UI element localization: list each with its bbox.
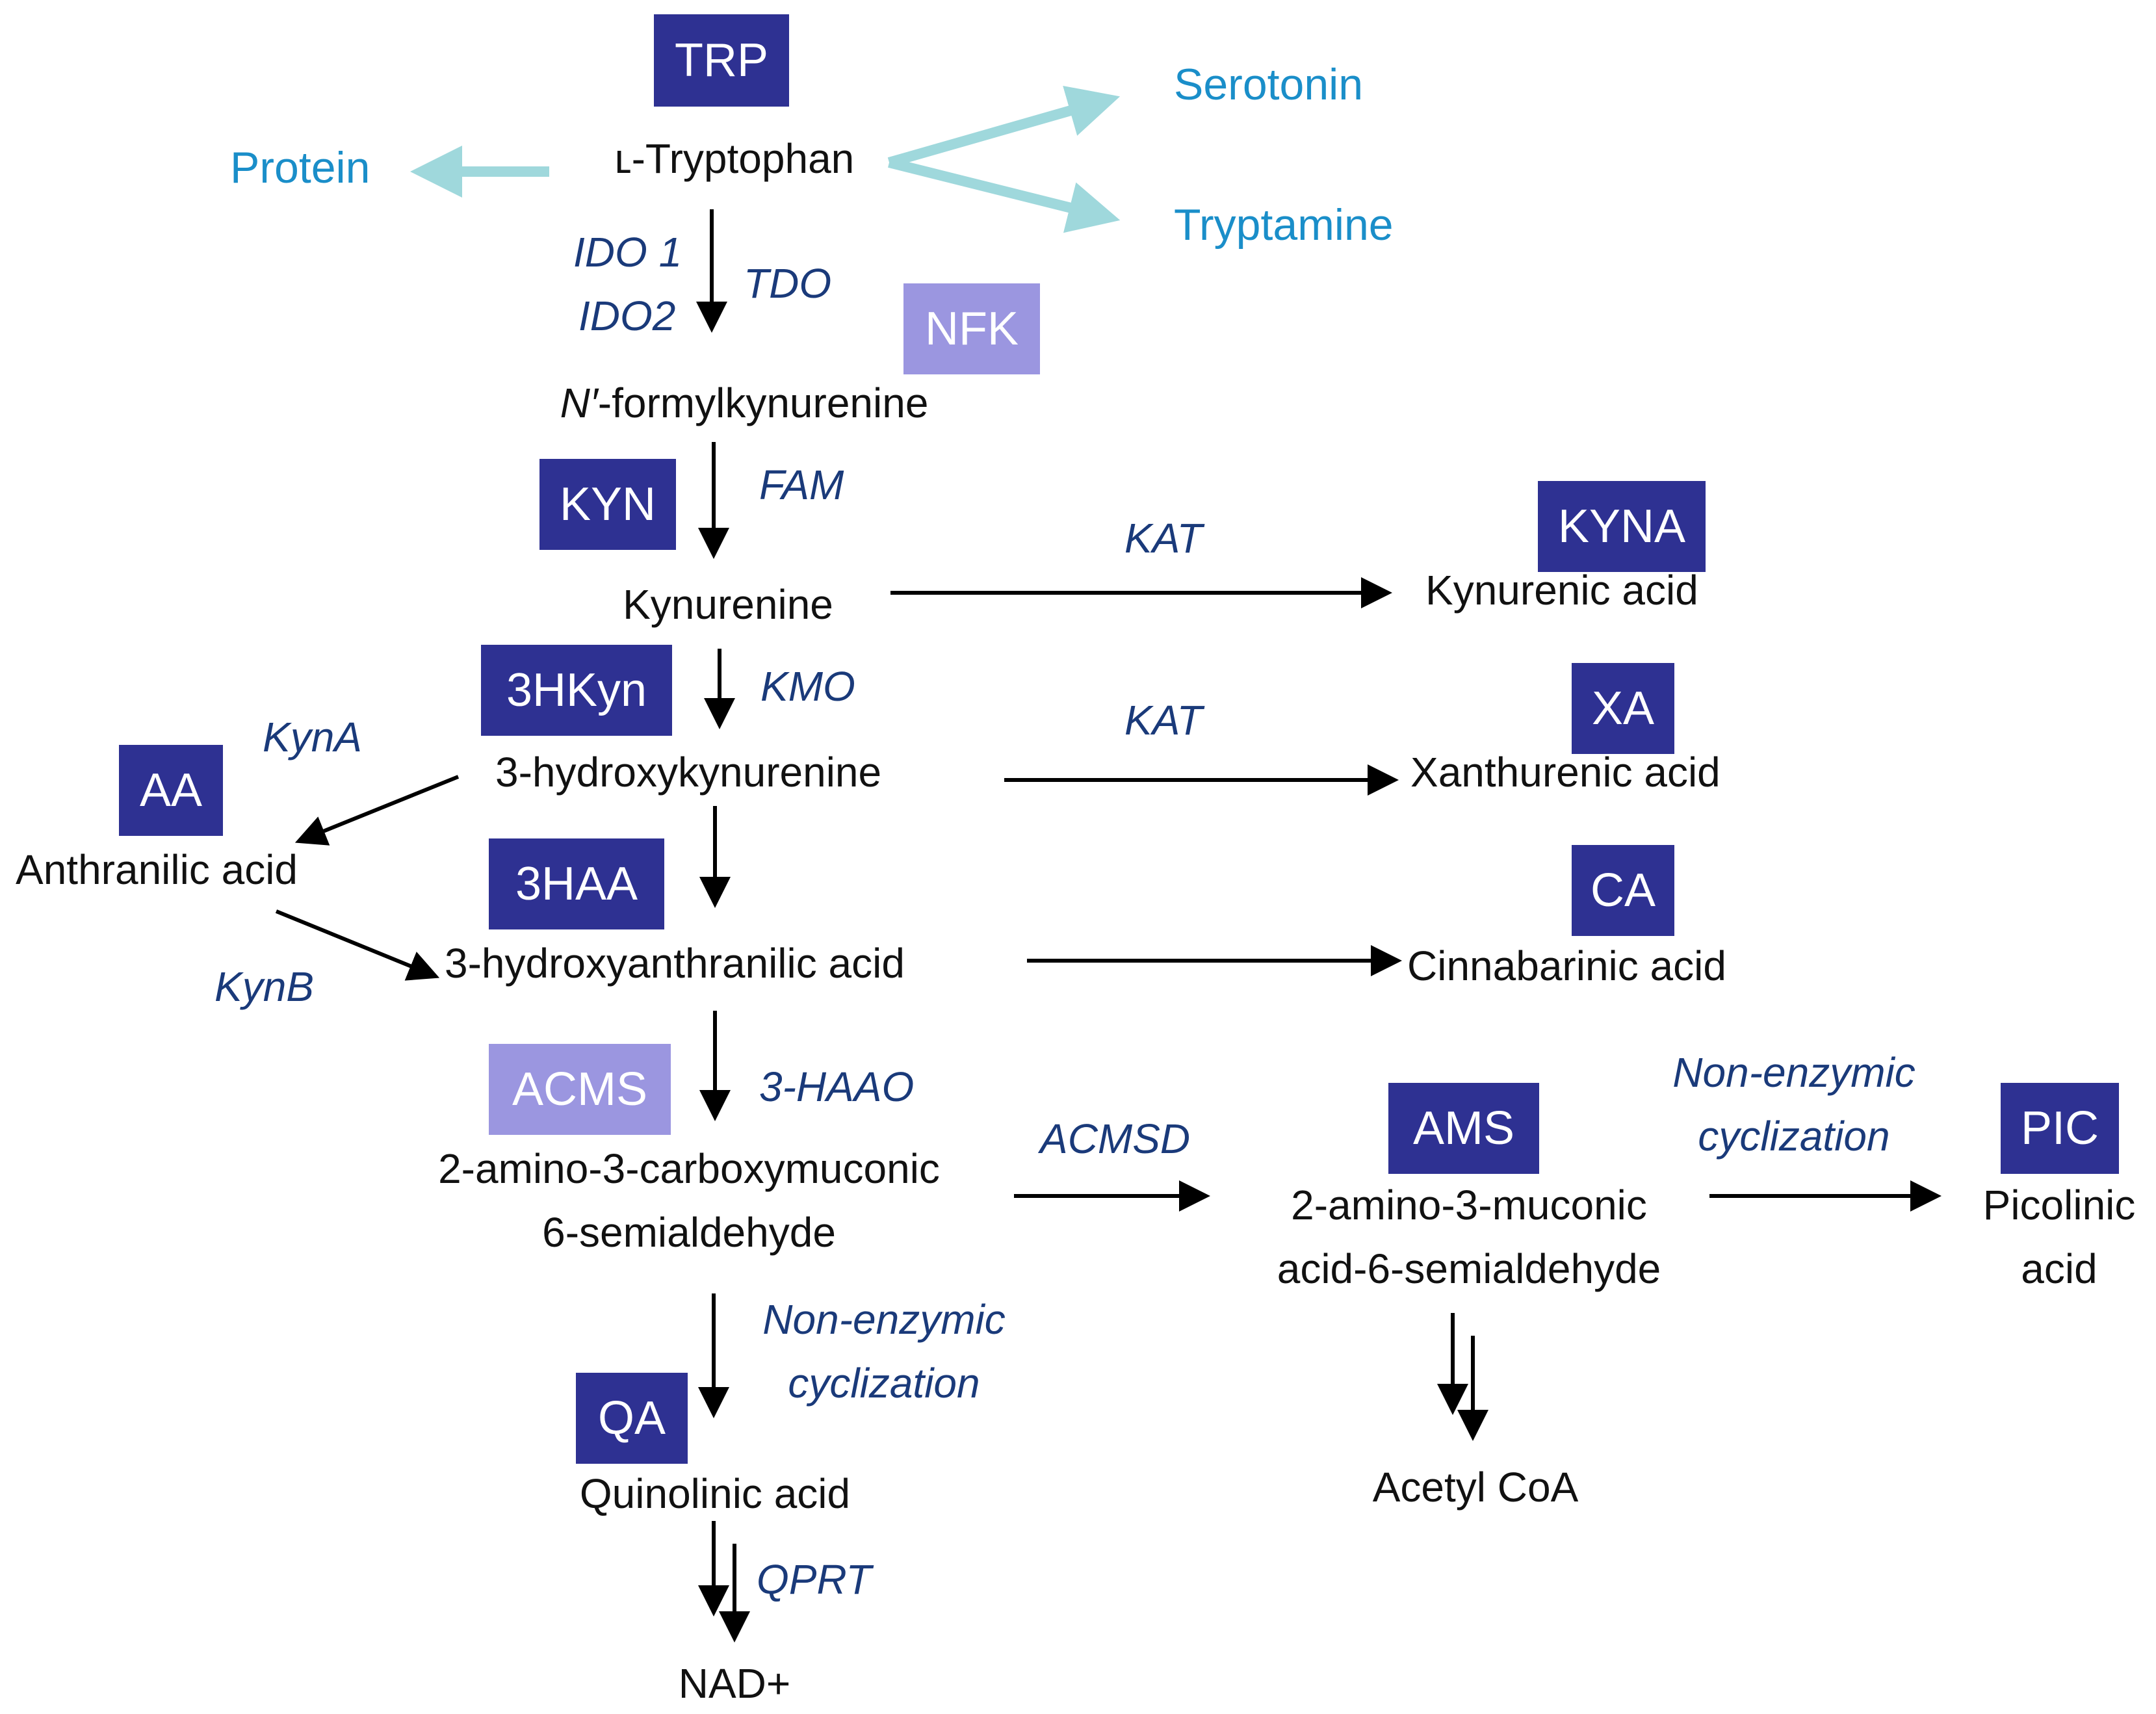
- arrow-trp-to-tryptamine: [888, 157, 1121, 233]
- ams-box: AMS: [1388, 1083, 1539, 1174]
- trp-box: TRP: [654, 14, 789, 107]
- nad-label: NAD+: [678, 1660, 791, 1707]
- qprt-enzyme-label: QPRT: [757, 1556, 872, 1603]
- ams-compound-line1: 2-amino-3-muconic: [1291, 1182, 1647, 1228]
- kyn-box: KYN: [539, 459, 676, 550]
- xanthurenic-acid-label: Xanthurenic acid: [1410, 749, 1721, 796]
- kmo-enzyme-label: KMO: [760, 663, 855, 710]
- nfk-box: NFK: [903, 283, 1040, 374]
- acms-compound-line1: 2-amino-3-carboxymuconic: [438, 1145, 940, 1192]
- aa-box: AA: [119, 745, 223, 836]
- xa-box: XA: [1572, 663, 1674, 754]
- 3hkyn-box: 3HKyn: [481, 645, 672, 736]
- arrow-3hkyn-to-aa: [294, 775, 460, 846]
- formylkynurenine-prefix: N′: [560, 380, 598, 426]
- kat-enzyme-label-2: KAT: [1124, 697, 1202, 744]
- tdo-enzyme-label: TDO: [744, 260, 832, 307]
- serotonin-label: Serotonin: [1174, 60, 1364, 109]
- arrow-aa-to-3haa: [275, 909, 440, 981]
- nonenzymic-label-2-line1: Non-enzymic: [1672, 1049, 1916, 1096]
- hydroxyanthranilic-acid-label: 3-hydroxyanthranilic acid: [445, 940, 905, 987]
- tryptophan-label: ʟ-Tryptophan: [614, 135, 855, 182]
- arrow-trp-to-serotonin: [887, 85, 1121, 168]
- haao-enzyme-label: 3-HAAO: [759, 1063, 915, 1110]
- anthranilic-acid-label: Anthranilic acid: [16, 846, 298, 893]
- formylkynurenine-rest: -formylkynurenine: [597, 380, 929, 426]
- kyna-enzyme-label: KynA: [263, 714, 362, 760]
- quinolinic-acid-label: Quinolinic acid: [579, 1470, 851, 1517]
- kat-enzyme-label-1: KAT: [1124, 515, 1202, 562]
- tryptamine-label: Tryptamine: [1174, 200, 1394, 250]
- ams-compound-line2: acid-6-semialdehyde: [1277, 1245, 1661, 1292]
- picolinic-acid-line1: Picolinic: [1982, 1182, 2136, 1228]
- hydroxykynurenine-label: 3-hydroxykynurenine: [495, 749, 882, 796]
- picolinic-acid-line2: acid: [2021, 1245, 2098, 1292]
- kynb-enzyme-label: KynB: [214, 963, 314, 1010]
- kyna-box: KYNA: [1538, 481, 1706, 572]
- acms-compound-line2: 6-semialdehyde: [542, 1209, 836, 1256]
- acmsd-enzyme-label: ACMSD: [1040, 1115, 1191, 1162]
- protein-label: Protein: [230, 143, 370, 192]
- nonenzymic-label-1-line1: Non-enzymic: [762, 1296, 1006, 1343]
- qa-box: QA: [576, 1373, 688, 1464]
- pic-box: PIC: [2001, 1083, 2119, 1174]
- 3haa-box: 3HAA: [489, 838, 664, 929]
- cinnabarinic-acid-label: Cinnabarinic acid: [1407, 942, 1726, 989]
- kynurenine-label: Kynurenine: [623, 581, 833, 628]
- ca-box: CA: [1572, 845, 1674, 936]
- kynurenic-acid-label: Kynurenic acid: [1425, 567, 1698, 614]
- ido2-enzyme-label: IDO2: [578, 292, 676, 339]
- nonenzymic-label-2-line2: cyclization: [1698, 1113, 1890, 1160]
- acetyl-coa-label: Acetyl CoA: [1372, 1464, 1579, 1511]
- ido1-enzyme-label: IDO 1: [573, 229, 682, 276]
- formylkynurenine-label: N′-formylkynurenine: [494, 382, 994, 424]
- nonenzymic-label-1-line2: cyclization: [788, 1360, 980, 1407]
- fam-enzyme-label: FAM: [759, 461, 844, 508]
- acms-box: ACMS: [489, 1044, 671, 1135]
